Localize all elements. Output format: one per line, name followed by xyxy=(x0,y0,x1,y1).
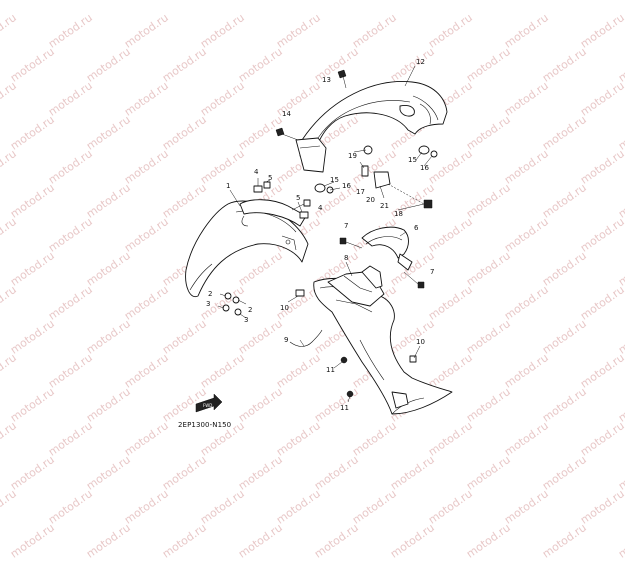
callout-9: 9 xyxy=(284,336,288,344)
callout-11b: 11 xyxy=(340,404,349,412)
callout-10b: 10 xyxy=(416,338,425,346)
watermark-text: motod.ru xyxy=(122,487,171,527)
watermark-text: motod.ru xyxy=(388,521,437,561)
hardware xyxy=(222,69,438,403)
watermark-text: motod.ru xyxy=(84,521,133,561)
watermark-text: motod.ru xyxy=(616,521,625,561)
watermark-text: motod.ru xyxy=(578,487,625,527)
watermark-text: motod.ru xyxy=(540,521,589,561)
callout-3b: 3 xyxy=(244,316,248,324)
callout-8: 8 xyxy=(344,254,348,262)
callout-19: 19 xyxy=(348,152,357,160)
callout-6: 6 xyxy=(414,224,419,232)
callout-20: 20 xyxy=(366,196,375,204)
callout-numbers: 12 13 14 19 15 16 15 16 17 20 21 18 1 4 … xyxy=(206,58,434,412)
fwd-label: FWD xyxy=(203,403,212,408)
callout-21: 21 xyxy=(380,202,389,210)
watermark-text: motod.ru xyxy=(426,487,475,527)
callout-12: 12 xyxy=(416,58,425,66)
inner-fender xyxy=(313,265,453,415)
callout-16a: 16 xyxy=(420,164,429,172)
callout-2a: 2 xyxy=(208,290,212,298)
parts-diagram: 12 13 14 19 15 16 15 16 17 20 21 18 1 4 … xyxy=(185,58,453,415)
callout-7a: 7 xyxy=(344,222,348,230)
watermark-text: motod.ru xyxy=(274,487,323,527)
callout-15b: 15 xyxy=(330,176,339,184)
diagram-code: 2EP1300-N150 xyxy=(178,421,232,429)
watermark-text: motod.ru xyxy=(198,487,247,527)
rear-fender xyxy=(295,81,448,173)
watermark-text: motod.ru xyxy=(46,487,95,527)
callout-15a: 15 xyxy=(408,156,417,164)
callout-14: 14 xyxy=(282,110,291,118)
callout-5b: 5 xyxy=(296,194,300,202)
fwd-arrow-icon: FWD xyxy=(195,393,223,413)
callout-4b: 4 xyxy=(318,204,323,212)
callout-13: 13 xyxy=(322,76,331,84)
watermark-text: motod.ru xyxy=(160,521,209,561)
callout-3a: 3 xyxy=(206,300,210,308)
watermark-text: motod.ru xyxy=(312,521,361,561)
callout-16b: 16 xyxy=(342,182,351,190)
watermark-text: motod.ru xyxy=(464,521,513,561)
leader-lines xyxy=(217,65,433,359)
callout-5a: 5 xyxy=(268,174,272,182)
watermark-text: motod.ru xyxy=(0,487,19,527)
watermark-text: motod.ru xyxy=(502,487,551,527)
watermark-text: motod.ru xyxy=(350,487,399,527)
callout-1: 1 xyxy=(226,182,230,190)
callout-17: 17 xyxy=(356,188,365,196)
callout-4a: 4 xyxy=(254,168,259,176)
callout-7b: 7 xyxy=(430,268,434,276)
part-6-cover xyxy=(361,226,413,271)
callout-18: 18 xyxy=(394,210,403,218)
callout-11a: 11 xyxy=(326,366,335,374)
front-fender xyxy=(185,199,309,298)
callout-2b: 2 xyxy=(248,306,252,314)
watermark-text: motod.ru xyxy=(8,521,57,561)
watermark-text: motod.ru xyxy=(236,521,285,561)
callout-10a: 10 xyxy=(280,304,289,312)
